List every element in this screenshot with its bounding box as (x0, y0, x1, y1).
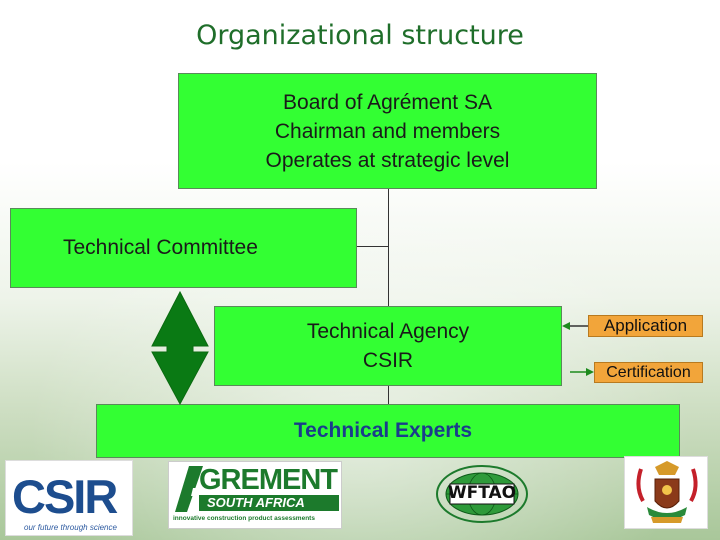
application-arrow-icon (562, 322, 570, 330)
page-title: Organizational structure (0, 20, 720, 51)
page-title-text: Organizational structure (196, 20, 524, 51)
board-vertical-connector (388, 189, 389, 306)
technical-committee-box: Technical Committee (10, 208, 357, 288)
board-line-2: Chairman and members (274, 119, 501, 143)
csir-logo-text: CSIR (12, 470, 118, 523)
technical-agency-box: Technical Agency CSIR (214, 306, 562, 386)
technical-agency-line-1: Technical Agency (306, 320, 470, 343)
certification-label: Certification (606, 363, 691, 381)
agrement-logo-subtitle: innovative construction product assessme… (173, 515, 315, 522)
board-box: Board of Agrément SA Chairman and member… (178, 73, 597, 189)
application-label: Application (603, 316, 688, 335)
committee-horizontal-connector (357, 246, 388, 247)
agrement-logo-word: GREMENT (199, 464, 338, 496)
csir-logo-tagline: our future through science (24, 523, 117, 532)
board-line-1: Board of Agrément SA (283, 90, 492, 114)
technical-committee-label: Technical Committee (63, 236, 258, 259)
technical-agency-line-2: CSIR (362, 349, 414, 372)
wftao-logo-text: WFTAO (447, 483, 517, 503)
agrement-logo: GREMENT SOUTH AFRICA innovative construc… (168, 461, 342, 529)
agency-experts-connector (388, 386, 389, 404)
wftao-logo: WFTAO (434, 464, 530, 524)
csir-logo: CSIR our future through science (5, 460, 133, 536)
board-line-3: Operates at strategic level (265, 148, 510, 172)
agrement-logo-band: SOUTH AFRICA (199, 495, 339, 511)
double-arrow-icon (151, 290, 209, 406)
technical-experts-box: Technical Experts (96, 404, 680, 458)
agrement-a-icon (175, 466, 203, 512)
technical-experts-label: Technical Experts (293, 419, 473, 442)
coat-of-arms-icon (636, 461, 698, 523)
certification-arrow-icon (586, 368, 594, 376)
coat-of-arms-logo (624, 456, 708, 529)
certification-tag: Certification (594, 362, 703, 383)
application-tag: Application (588, 315, 703, 337)
wftao-globe-icon (436, 465, 528, 523)
